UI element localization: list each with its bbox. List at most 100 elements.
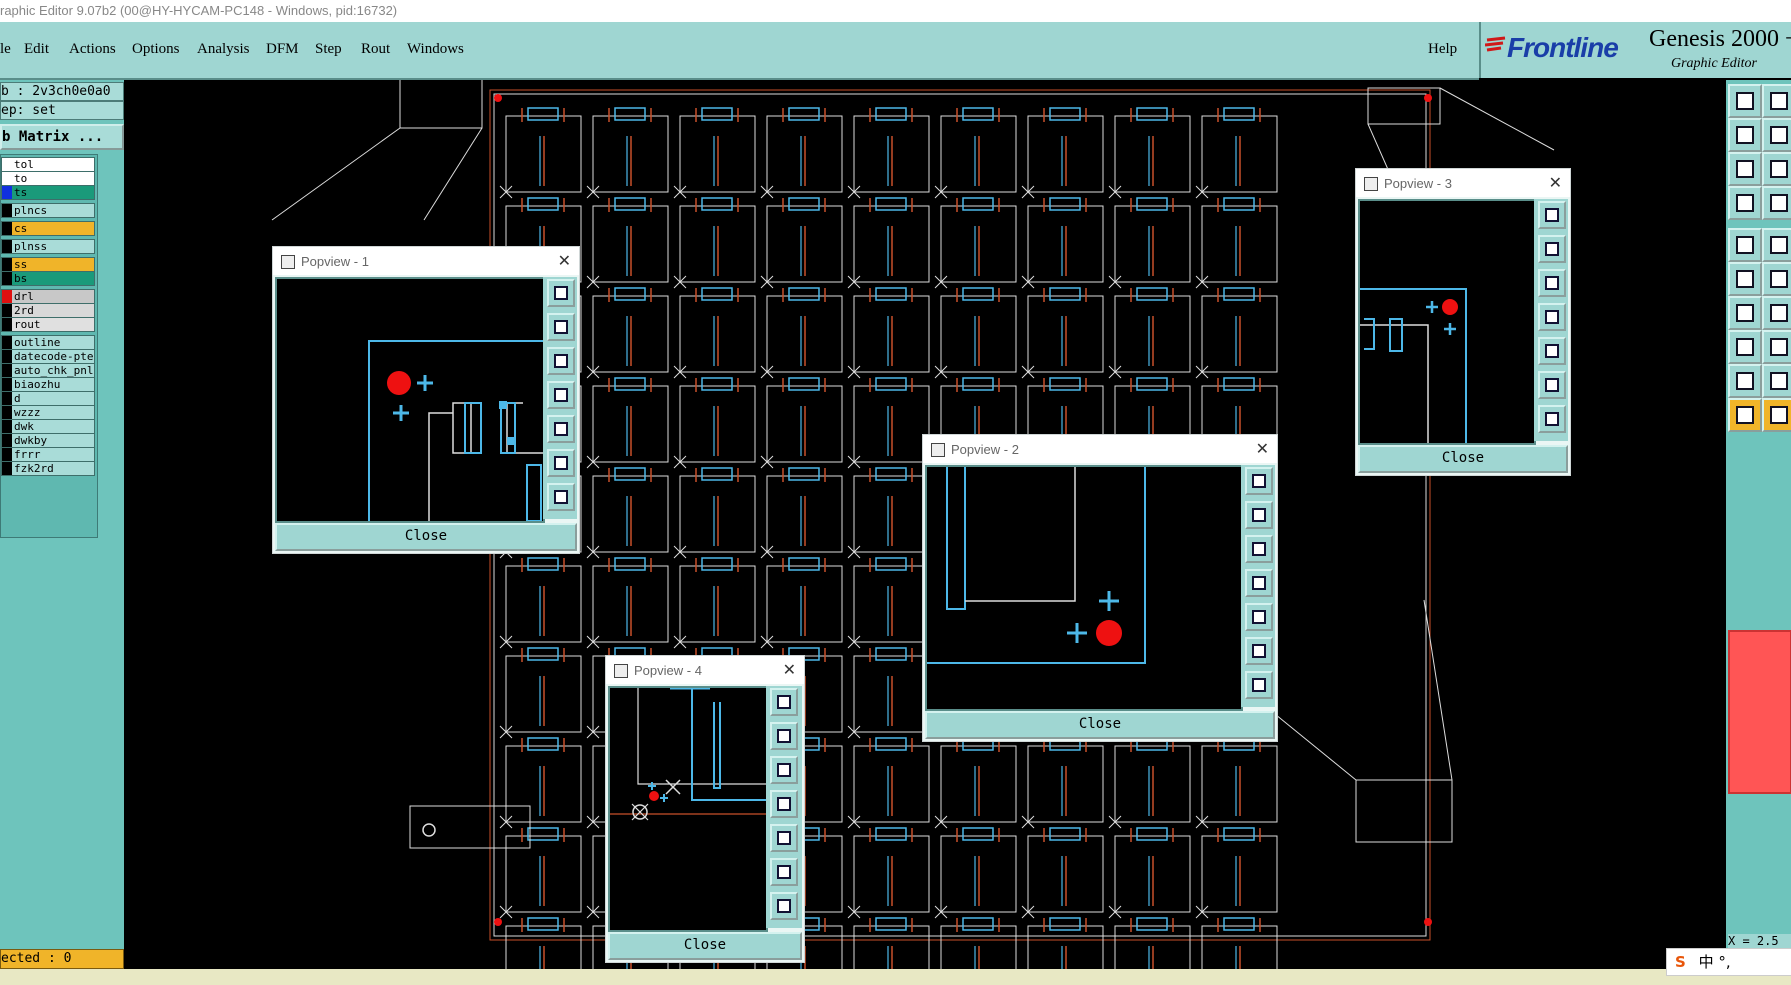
pan-left-icon[interactable] (547, 381, 575, 409)
dash-icon[interactable] (1762, 330, 1791, 364)
menu-edit[interactable]: Edit (24, 41, 49, 57)
layer-row-ts[interactable]: ts (1, 185, 95, 200)
zoom-fit-icon[interactable] (1245, 467, 1273, 495)
layer-row-plnss[interactable]: plnss (1, 239, 95, 254)
layer-color-swatch[interactable] (2, 318, 12, 331)
node-icon[interactable] (1728, 262, 1762, 296)
pointer2-icon[interactable] (1762, 398, 1791, 432)
layer-color-swatch[interactable] (2, 420, 12, 433)
layer-color-swatch[interactable] (2, 448, 12, 461)
layer-color-swatch[interactable] (2, 186, 12, 199)
layer-color-swatch[interactable] (2, 392, 12, 405)
layer-color-swatch[interactable] (2, 272, 12, 285)
zoom-fit-icon[interactable] (1538, 201, 1566, 229)
pan-right-icon[interactable] (770, 824, 798, 852)
triangle-icon[interactable] (1728, 364, 1762, 398)
popview-2-titlebar[interactable]: Popview - 2 ✕ (923, 435, 1277, 463)
menu-dfm[interactable]: DFM (266, 41, 299, 57)
close-icon[interactable]: ✕ (1255, 441, 1269, 458)
popview-2-viewport[interactable] (925, 465, 1243, 711)
popview-2-close-button[interactable]: Close (925, 711, 1275, 739)
popview-1-viewport[interactable] (275, 277, 545, 523)
select-point-icon[interactable] (1728, 330, 1762, 364)
popview-1-titlebar[interactable]: Popview - 1 ✕ (273, 247, 579, 275)
popview-3-close-button[interactable]: Close (1358, 445, 1568, 473)
measure-icon[interactable] (1728, 186, 1762, 220)
window-icon[interactable] (1728, 118, 1762, 152)
layer-row-bs[interactable]: bs (1, 271, 95, 286)
layer-color-swatch[interactable] (2, 378, 12, 391)
popview-2-window[interactable]: Popview - 2 ✕ Close (922, 434, 1278, 742)
layer-color-swatch[interactable] (2, 336, 12, 349)
cross-icon[interactable] (1762, 262, 1791, 296)
layer-color-swatch[interactable] (2, 350, 12, 363)
layer-color-swatch[interactable] (2, 364, 12, 377)
layer-row-to[interactable]: to (1, 171, 95, 186)
menu-analysis[interactable]: Analysis (197, 41, 250, 57)
snap-icon[interactable] (1728, 84, 1762, 118)
circle-icon[interactable] (1728, 228, 1762, 262)
popview-1-close-button[interactable]: Close (275, 523, 577, 551)
menu-windows[interactable]: Windows (407, 41, 464, 57)
layer-row-biaozhu[interactable]: biaozhu (1, 377, 95, 392)
popview-4-close-button[interactable]: Close (608, 932, 802, 960)
pan-right-icon[interactable] (547, 415, 575, 443)
layer-color-swatch[interactable] (2, 406, 12, 419)
pan-left-icon[interactable] (1538, 303, 1566, 331)
pan-down-icon[interactable] (1538, 269, 1566, 297)
pan-right-icon[interactable] (1538, 337, 1566, 365)
zoom-in-icon[interactable] (1245, 637, 1273, 665)
popview-3-window[interactable]: Popview - 3 ✕ Close (1355, 168, 1571, 476)
pointer-icon[interactable] (1728, 398, 1762, 432)
zoom-in-icon[interactable] (547, 449, 575, 477)
pan-left-icon[interactable] (770, 790, 798, 818)
layer-row-ss[interactable]: ss (1, 257, 95, 272)
layer-row-dwkby[interactable]: dwkby (1, 433, 95, 448)
layer-color-swatch[interactable] (2, 240, 12, 253)
layer-row-cs[interactable]: cs (1, 221, 95, 236)
layer-row-plncs[interactable]: plncs (1, 203, 95, 218)
layer-color-swatch[interactable] (2, 434, 12, 447)
menu-options[interactable]: Options (132, 41, 180, 57)
menu-rout[interactable]: Rout (361, 41, 391, 57)
layer-row-d[interactable]: d (1, 391, 95, 406)
zoom-fit-icon[interactable] (770, 688, 798, 716)
layer-row-tol[interactable]: tol (1, 157, 95, 172)
layer-row-auto_chk_pnl[interactable]: auto_chk_pnl (1, 363, 95, 378)
zoom-icon[interactable] (1728, 152, 1762, 186)
layer-row-fzk2rd[interactable]: fzk2rd (1, 461, 95, 476)
angle-icon[interactable] (1762, 228, 1791, 262)
popview-1-window[interactable]: Popview - 1 ✕ Close (272, 246, 580, 554)
popview-4-titlebar[interactable]: Popview - 4 ✕ (606, 656, 804, 684)
layer-row-outline[interactable]: outline (1, 335, 95, 350)
pan-up-icon[interactable] (1245, 501, 1273, 529)
layer-color-swatch[interactable] (2, 304, 12, 317)
layer-color-swatch[interactable] (2, 290, 12, 303)
triangle2-icon[interactable] (1762, 364, 1791, 398)
zoom-out-icon[interactable] (770, 892, 798, 920)
pan-down-icon[interactable] (1245, 535, 1273, 563)
slash-icon[interactable] (1762, 296, 1791, 330)
zoom-in-icon[interactable] (770, 858, 798, 886)
pan-down-icon[interactable] (770, 756, 798, 784)
zoom-fit-icon[interactable] (547, 279, 575, 307)
window2-icon[interactable] (1762, 118, 1791, 152)
zoom-out-icon[interactable] (1538, 405, 1566, 433)
layer-row-frrr[interactable]: frrr (1, 447, 95, 462)
zoom-in-icon[interactable] (1538, 371, 1566, 399)
zoom-out-icon[interactable] (1245, 671, 1273, 699)
popview-4-viewport[interactable] (608, 686, 768, 932)
zoom2-icon[interactable] (1762, 152, 1791, 186)
popview-4-window[interactable]: Popview - 4 ✕ Close (605, 655, 805, 963)
layer-color-swatch[interactable] (2, 222, 12, 235)
popview-3-viewport[interactable] (1358, 199, 1536, 445)
pan-up-icon[interactable] (770, 722, 798, 750)
layer-row-2rd[interactable]: 2rd (1, 303, 95, 318)
layer-row-datecode-pte[interactable]: datecode-pte (1, 349, 95, 364)
pan-up-icon[interactable] (547, 313, 575, 341)
pan-right-icon[interactable] (1245, 603, 1273, 631)
layer-color-swatch[interactable] (2, 462, 12, 475)
menu-actions[interactable]: Actions (69, 41, 116, 57)
pan-up-icon[interactable] (1538, 235, 1566, 263)
layer-color-swatch[interactable] (2, 204, 12, 217)
